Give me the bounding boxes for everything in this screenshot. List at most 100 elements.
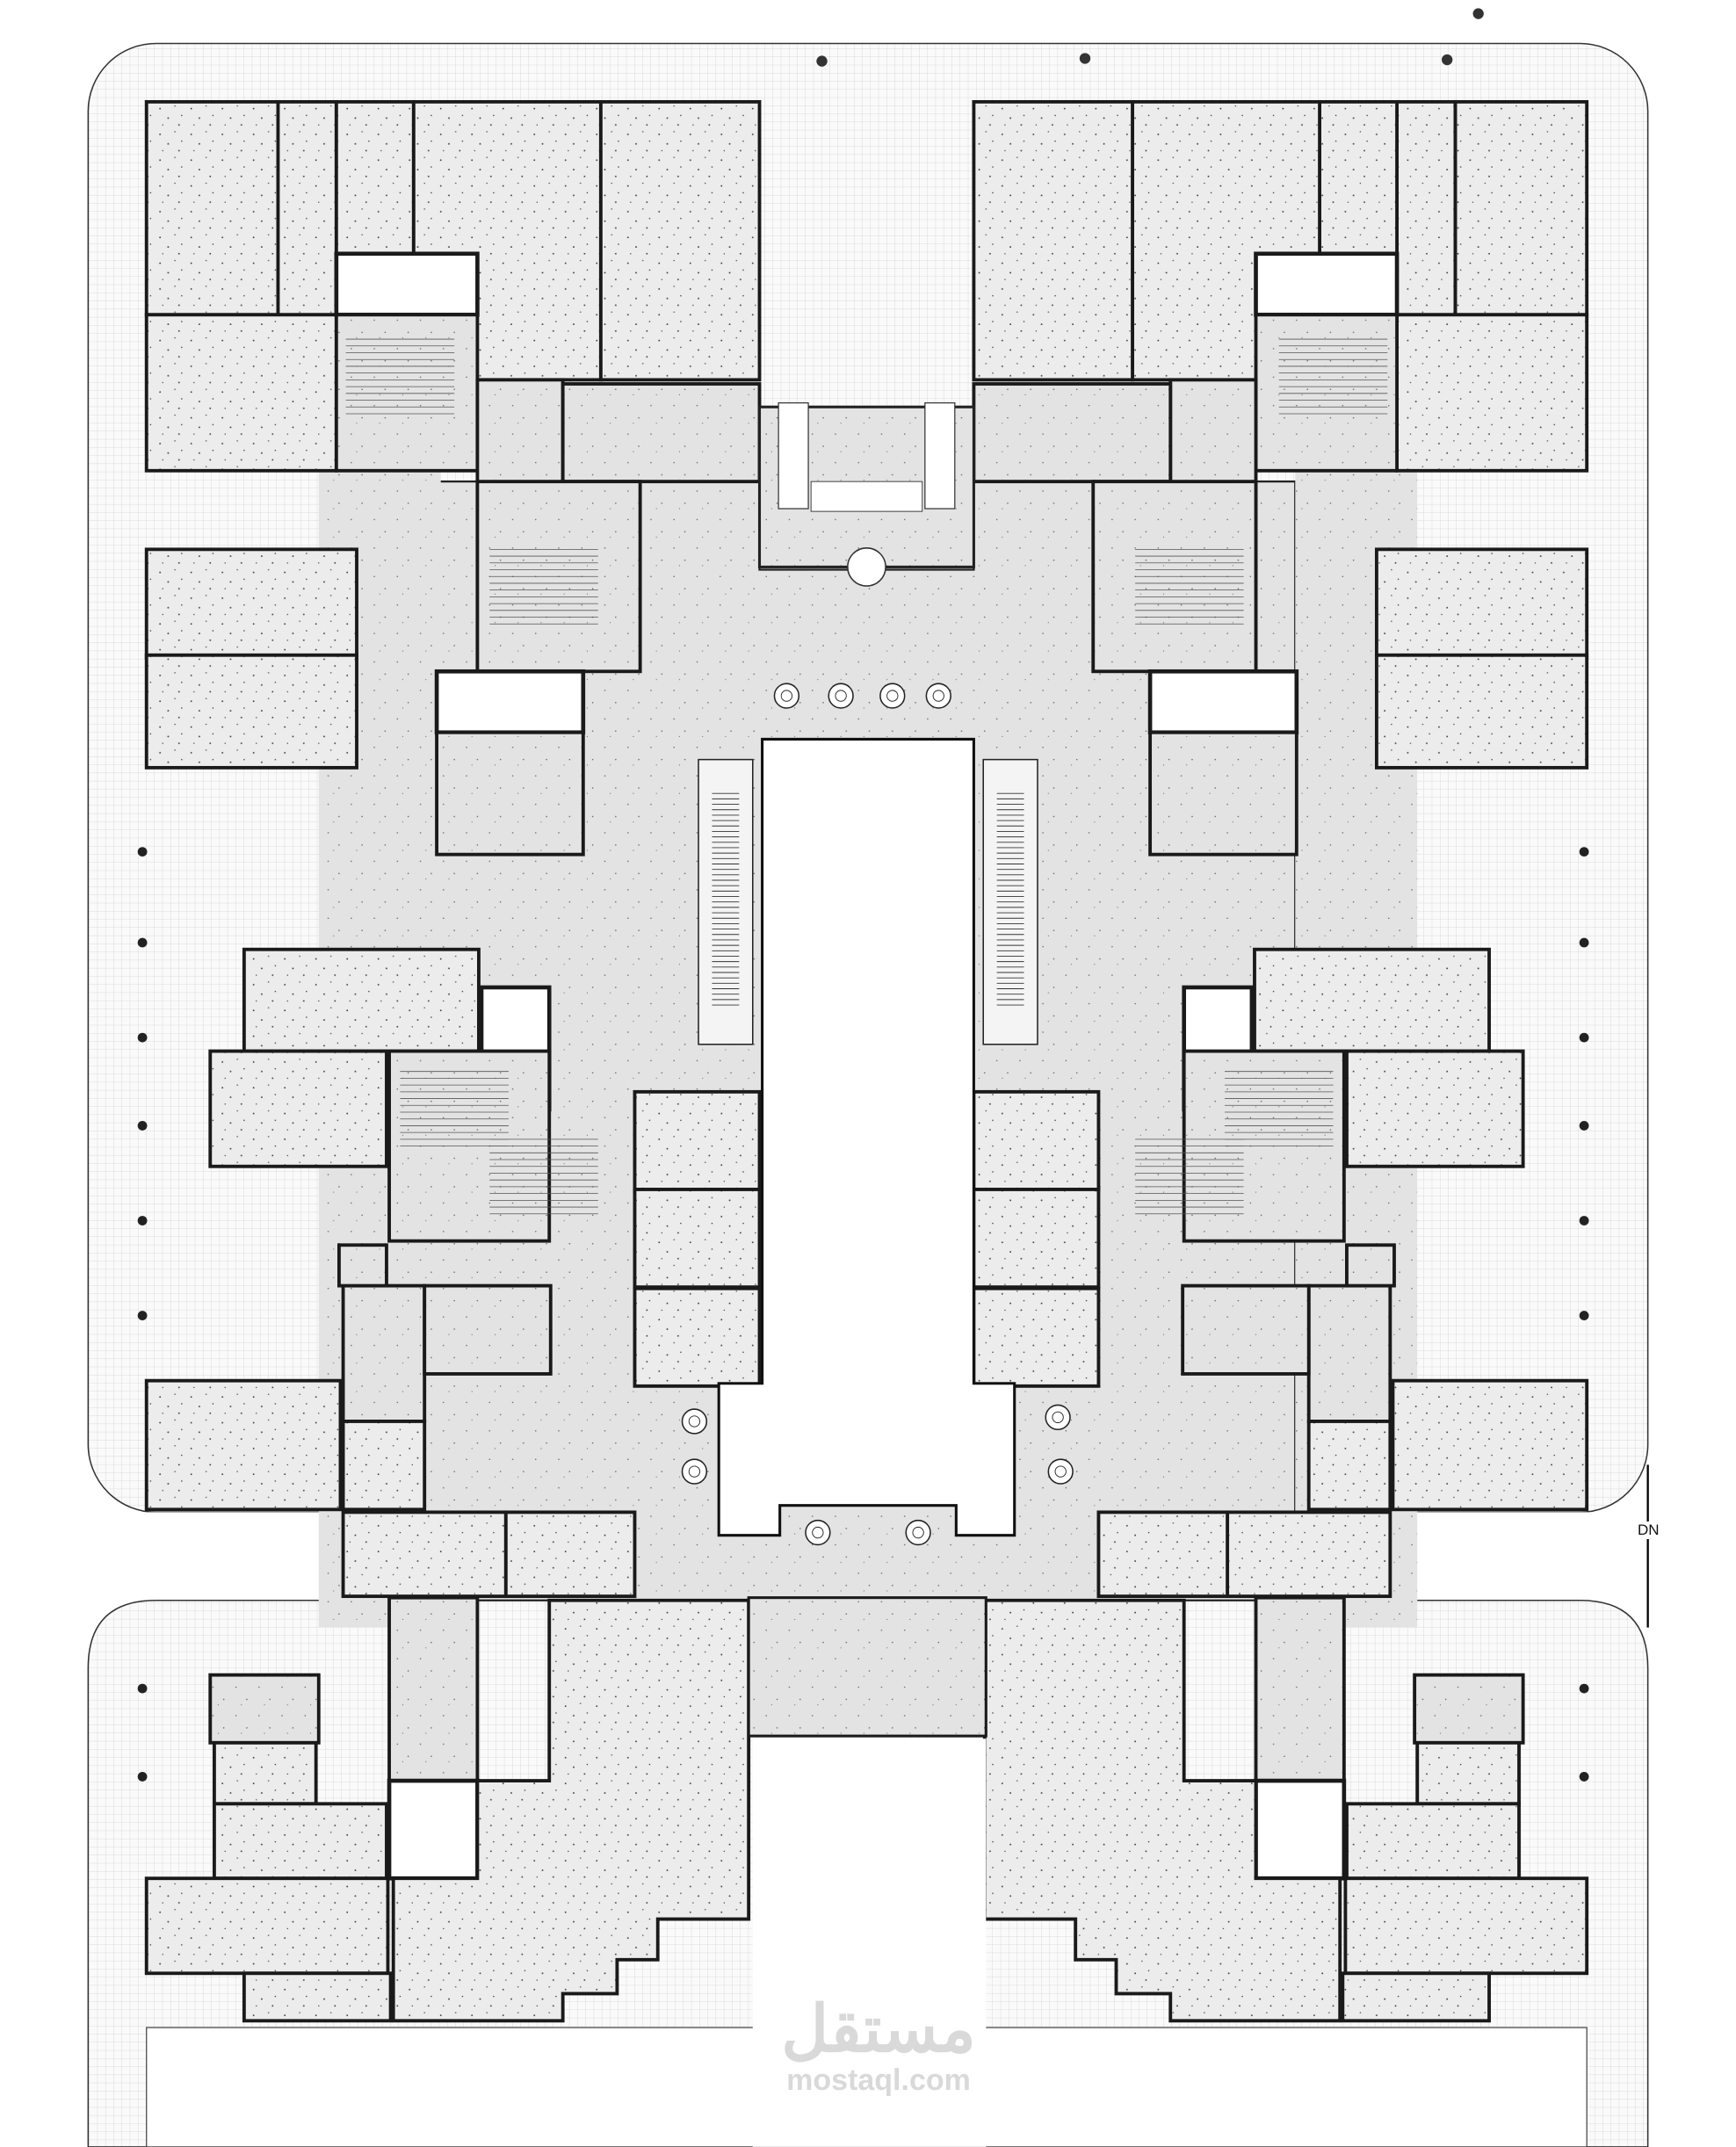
dining-table-icon bbox=[681, 1408, 708, 1435]
watermark-latin: mostaql.com bbox=[786, 2064, 971, 2097]
column bbox=[1579, 847, 1589, 857]
service-core-left-6 bbox=[334, 251, 480, 317]
circulation-space-right-9 bbox=[972, 382, 1173, 484]
circulation-space-right-7 bbox=[1254, 313, 1399, 473]
dining-table-icon bbox=[773, 683, 800, 709]
plaza-bollard bbox=[1079, 53, 1091, 64]
shop-unit-left-29 bbox=[212, 1740, 318, 1806]
table-top bbox=[912, 1526, 924, 1539]
shop-unit-right-32 bbox=[1341, 1971, 1491, 2023]
column bbox=[1579, 1683, 1589, 1694]
shop-unit-right-31 bbox=[1343, 1876, 1589, 1976]
shop-unit-right-11 bbox=[1374, 547, 1589, 660]
shop-unit-right-5 bbox=[1395, 313, 1589, 473]
column bbox=[137, 1772, 148, 1782]
dining-table-icon bbox=[1047, 1458, 1074, 1485]
table-top bbox=[688, 1465, 701, 1478]
shop-unit-left-12 bbox=[144, 653, 358, 770]
table-top bbox=[780, 690, 793, 702]
shop-unit-right-27 bbox=[1096, 1510, 1230, 1599]
dining-table-icon bbox=[1045, 1404, 1071, 1431]
table-top bbox=[812, 1526, 824, 1539]
plaza-bollard bbox=[1442, 54, 1453, 66]
dining-table-icon bbox=[828, 683, 854, 709]
shop-unit-left-32 bbox=[242, 1971, 393, 2023]
column bbox=[137, 1121, 148, 1131]
circulation-space-left-9 bbox=[561, 382, 762, 484]
atrium-void bbox=[717, 737, 1016, 1537]
service-core-right-34 bbox=[1254, 1778, 1347, 1881]
shop-unit-left-21 bbox=[633, 1286, 762, 1388]
table-top bbox=[835, 690, 847, 702]
shop-unit-right-26 bbox=[1226, 1510, 1392, 1599]
circulation-space-right-23 bbox=[1306, 1283, 1392, 1423]
shop-unit-right-16 bbox=[1345, 1049, 1525, 1168]
dining-table-icon bbox=[879, 683, 906, 709]
entry-wall-left bbox=[778, 401, 809, 510]
circulation-space-right-35 bbox=[1345, 1243, 1396, 1288]
plaza-bollard bbox=[1472, 8, 1484, 19]
shop-unit-left-2 bbox=[334, 99, 416, 256]
entry-stair bbox=[810, 481, 923, 512]
furniture bbox=[137, 8, 1589, 1782]
shop-unit-left-26 bbox=[341, 1510, 508, 1599]
large-shop-right bbox=[982, 1598, 1342, 2023]
circulation-space-left-24 bbox=[423, 1283, 553, 1376]
column bbox=[137, 1311, 148, 1320]
shop-unit-left-5 bbox=[144, 313, 338, 473]
stair-down-label: DN bbox=[1636, 1522, 1661, 1539]
shop-unit-left-30 bbox=[212, 1802, 388, 1881]
circulation-space-right-28 bbox=[1413, 1673, 1525, 1745]
shop-unit-right-29 bbox=[1415, 1740, 1521, 1806]
plaza-bollard bbox=[816, 55, 828, 67]
table-top bbox=[1052, 1411, 1064, 1423]
circulation-space-right-24 bbox=[1181, 1283, 1311, 1376]
shop-unit-right-22 bbox=[1391, 1378, 1589, 1512]
column bbox=[137, 847, 148, 857]
shop-unit-right-20 bbox=[972, 1188, 1101, 1290]
shop-unit-left-31 bbox=[144, 1876, 390, 1976]
circulation-space-left-23 bbox=[341, 1283, 427, 1423]
column bbox=[1579, 1121, 1589, 1131]
shop-unit-left-15 bbox=[242, 947, 481, 1053]
shop-unit-left-16 bbox=[208, 1049, 388, 1168]
dining-table-icon bbox=[905, 1519, 931, 1546]
shop-unit-left-25 bbox=[341, 1420, 427, 1512]
shop-unit-right-25 bbox=[1306, 1420, 1392, 1512]
shop-unit-right-19 bbox=[972, 1089, 1101, 1191]
column bbox=[137, 1032, 148, 1043]
column bbox=[137, 1683, 148, 1694]
circulation-space-left-33 bbox=[387, 1595, 480, 1782]
service-core-right-6 bbox=[1254, 251, 1400, 317]
entry-walkway bbox=[762, 101, 972, 408]
table-top bbox=[688, 1415, 701, 1428]
shop-unit-left-22 bbox=[144, 1378, 343, 1512]
building bbox=[144, 99, 1589, 2023]
shop-unit-left-1 bbox=[276, 99, 338, 317]
column bbox=[137, 1216, 148, 1225]
column bbox=[1579, 1311, 1589, 1320]
dining-table-icon bbox=[681, 1458, 708, 1485]
entry-wall-right bbox=[924, 401, 956, 510]
watermark-logo: مستقل mostaql.com bbox=[756, 1992, 1002, 2097]
service-core-left-13 bbox=[434, 669, 586, 735]
column bbox=[1579, 937, 1589, 948]
shop-unit-right-1 bbox=[1395, 99, 1458, 317]
table-top bbox=[932, 690, 944, 702]
shop-unit-right-30 bbox=[1345, 1802, 1521, 1881]
watermark-arabic: مستقل bbox=[781, 1992, 976, 2065]
shop-unit-right-4 bbox=[972, 99, 1134, 382]
shop-unit-right-15 bbox=[1253, 947, 1491, 1053]
shop-unit-right-0 bbox=[1453, 99, 1589, 317]
column bbox=[1579, 1032, 1589, 1043]
shop-unit-right-21 bbox=[972, 1286, 1101, 1388]
column bbox=[1579, 1772, 1589, 1782]
circulation-space-left-28 bbox=[208, 1673, 321, 1745]
circulation-space-left-35 bbox=[337, 1243, 388, 1288]
south-entrance-hall bbox=[747, 1596, 987, 1738]
shop-unit-right-2 bbox=[1318, 99, 1399, 256]
lower-center-void bbox=[752, 1739, 987, 2147]
circulation-space-right-14 bbox=[1148, 730, 1298, 857]
shop-unit-left-11 bbox=[144, 547, 358, 660]
